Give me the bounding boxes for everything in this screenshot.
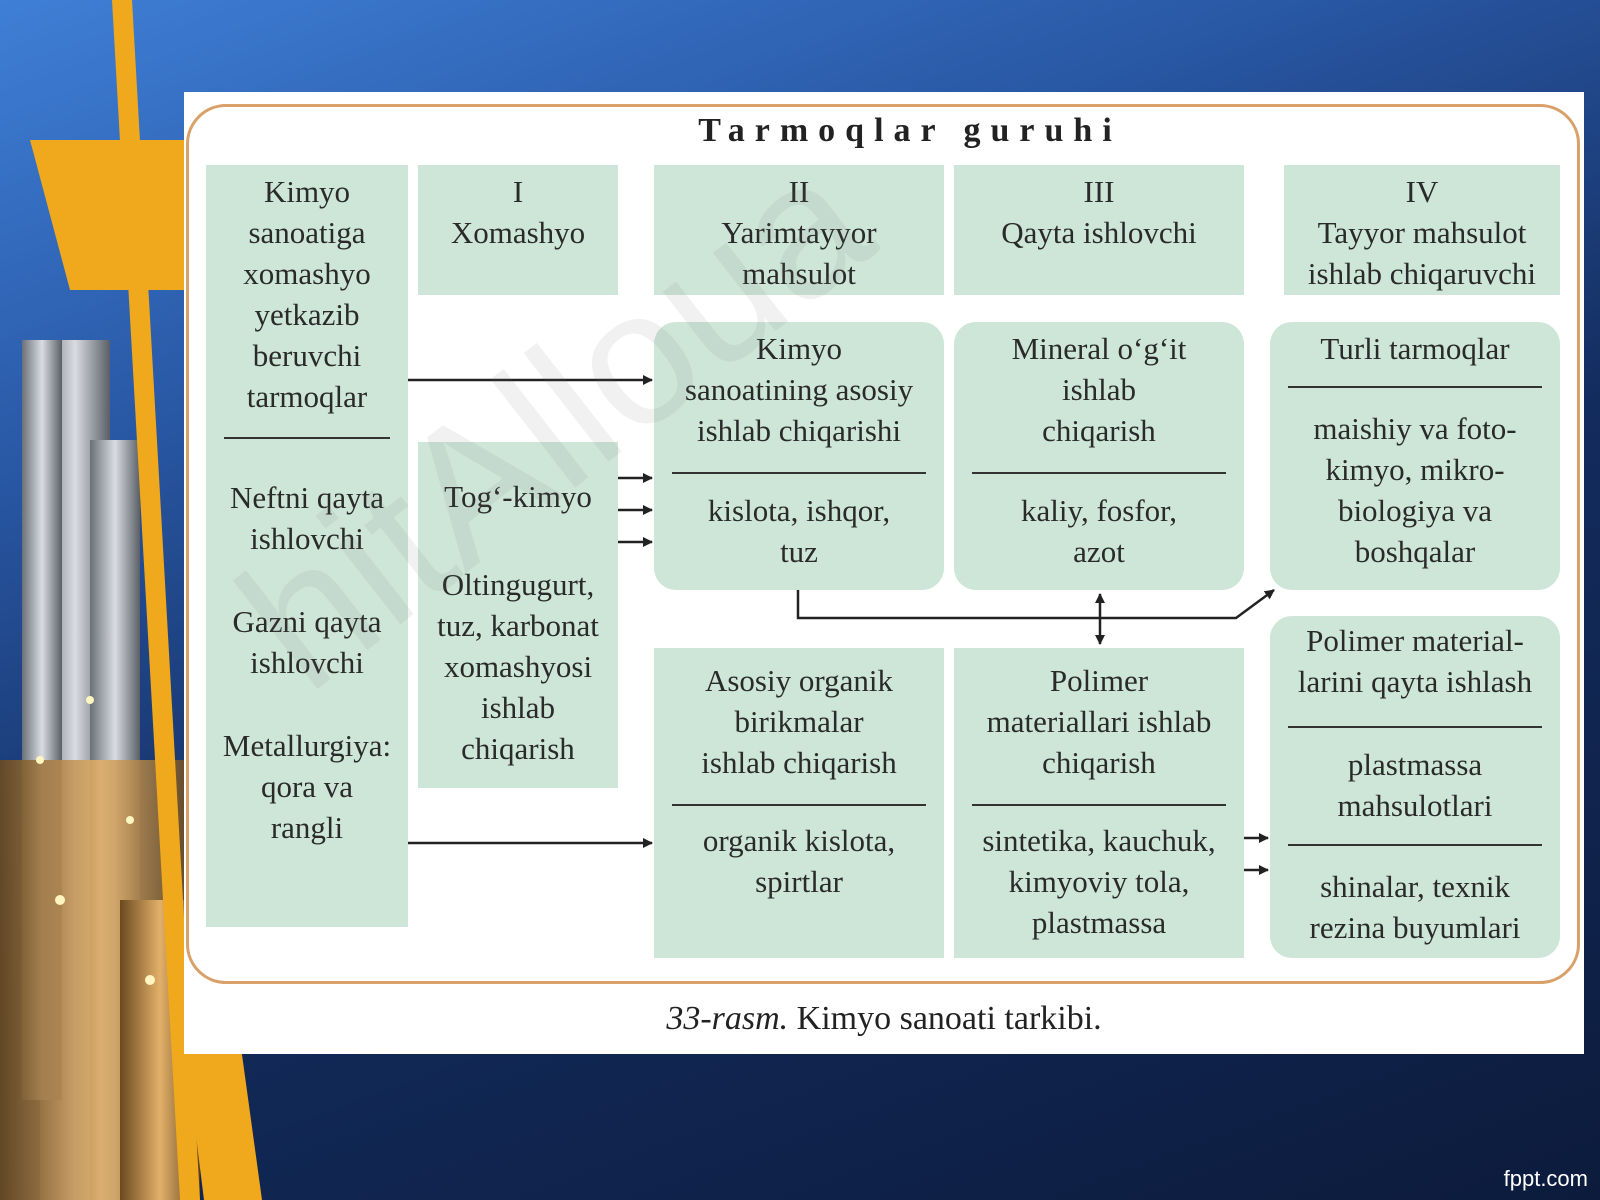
various-industries-box: Turli tarmoqlar maishiy va foto- kimyo, … [1270, 322, 1560, 590]
metallurgy-label: Metallurgiya: qora va rangli [222, 728, 392, 845]
figure-number: 33-rasm. [666, 1000, 789, 1037]
figure-caption: 33-rasm. Kimyo sanoati tarkibi. [184, 1000, 1584, 1038]
mining-chemistry-title: Tog‘-kimyo [444, 479, 592, 514]
various-industries-title: Turli tarmoqlar [1320, 331, 1510, 366]
supply-industries-box: Kimyo sanoatiga xomashyo yetkazib beruvc… [206, 165, 408, 927]
polymer-production-title: Polimer materiallari ishlab chiqarish [986, 663, 1212, 780]
basic-production-box: Kimyo sanoatining asosiy ishlab chiqaris… [654, 322, 944, 590]
divider [972, 472, 1226, 474]
group-2-header-text: II Yarimtayyor mahsulot [721, 174, 877, 291]
mineral-fertilizer-title: Mineral o‘g‘it ishlab chiqarish [1011, 331, 1187, 448]
connector-basic-to-various [796, 588, 1275, 620]
brand-label: fppt.com [1503, 1166, 1588, 1191]
figure-caption-text: Kimyo sanoati tarkibi. [796, 1000, 1102, 1037]
polymer-processing-items-2: shinalar, texnik rezina buyumlari [1309, 869, 1521, 945]
group-3-header: III Qayta ishlovchi [954, 165, 1244, 295]
divider [672, 472, 926, 474]
diagram-title: Tarmoqlar guruhi [698, 112, 1122, 149]
oil-refining-label: Neftni qayta ishlovchi [229, 480, 385, 556]
mineral-fertilizer-box: Mineral o‘g‘it ishlab chiqarish kaliy, f… [954, 322, 1244, 590]
organic-compounds-items: organik kislota, spirtlar [702, 823, 896, 899]
gas-processing-label: Gazni qayta ishlovchi [232, 604, 382, 680]
group-2-header: II Yarimtayyor mahsulot [654, 165, 944, 295]
polymer-processing-box: Polimer material- larini qayta ishlash p… [1270, 616, 1560, 958]
basic-production-items: kislota, ishqor, tuz [707, 493, 891, 569]
mining-chemistry-items: Oltingugurt, tuz, karbonat xomashyosi is… [437, 567, 599, 766]
polymer-production-box: Polimer materiallari ishlab chiqarish si… [954, 648, 1244, 958]
polymer-production-items: sintetika, kauchuk, kimyoviy tola, plast… [982, 823, 1216, 940]
group-3-header-text: III Qayta ishlovchi [1001, 174, 1197, 250]
diagram-frame [186, 104, 1580, 984]
organic-compounds-box: Asosiy organik birikmalar ishlab chiqari… [654, 648, 944, 958]
basic-production-title: Kimyo sanoatining asosiy ishlab chiqaris… [684, 331, 914, 448]
polymer-processing-items-1: plastmassa mahsulotlari [1337, 747, 1493, 823]
divider [224, 437, 390, 439]
mining-chemistry-box: Tog‘-kimyo Oltingugurt, tuz, karbonat xo… [418, 442, 618, 788]
group-4-header: IV Tayyor mahsulot ishlab chiqaruvchi [1284, 165, 1560, 295]
mineral-fertilizer-items: kaliy, fosfor, azot [1020, 493, 1177, 569]
divider [1288, 386, 1542, 388]
orange-decoration [30, 0, 262, 1200]
group-4-header-text: IV Tayyor mahsulot ishlab chiqaruvchi [1307, 174, 1537, 291]
group-1-header: I Xomashyo [418, 165, 618, 295]
divider [1288, 726, 1542, 728]
organic-compounds-title: Asosiy organik birikmalar ishlab chiqari… [701, 663, 897, 780]
divider [1288, 844, 1542, 846]
polymer-processing-title: Polimer material- larini qayta ishlash [1297, 623, 1533, 699]
various-industries-items: maishiy va foto- kimyo, mikro- biologiya… [1313, 411, 1517, 569]
supply-industries-title: Kimyo sanoatiga xomashyo yetkazib beruvc… [243, 174, 371, 414]
divider [672, 804, 926, 806]
divider [972, 804, 1226, 806]
group-1-header-text: I Xomashyo [450, 174, 586, 250]
